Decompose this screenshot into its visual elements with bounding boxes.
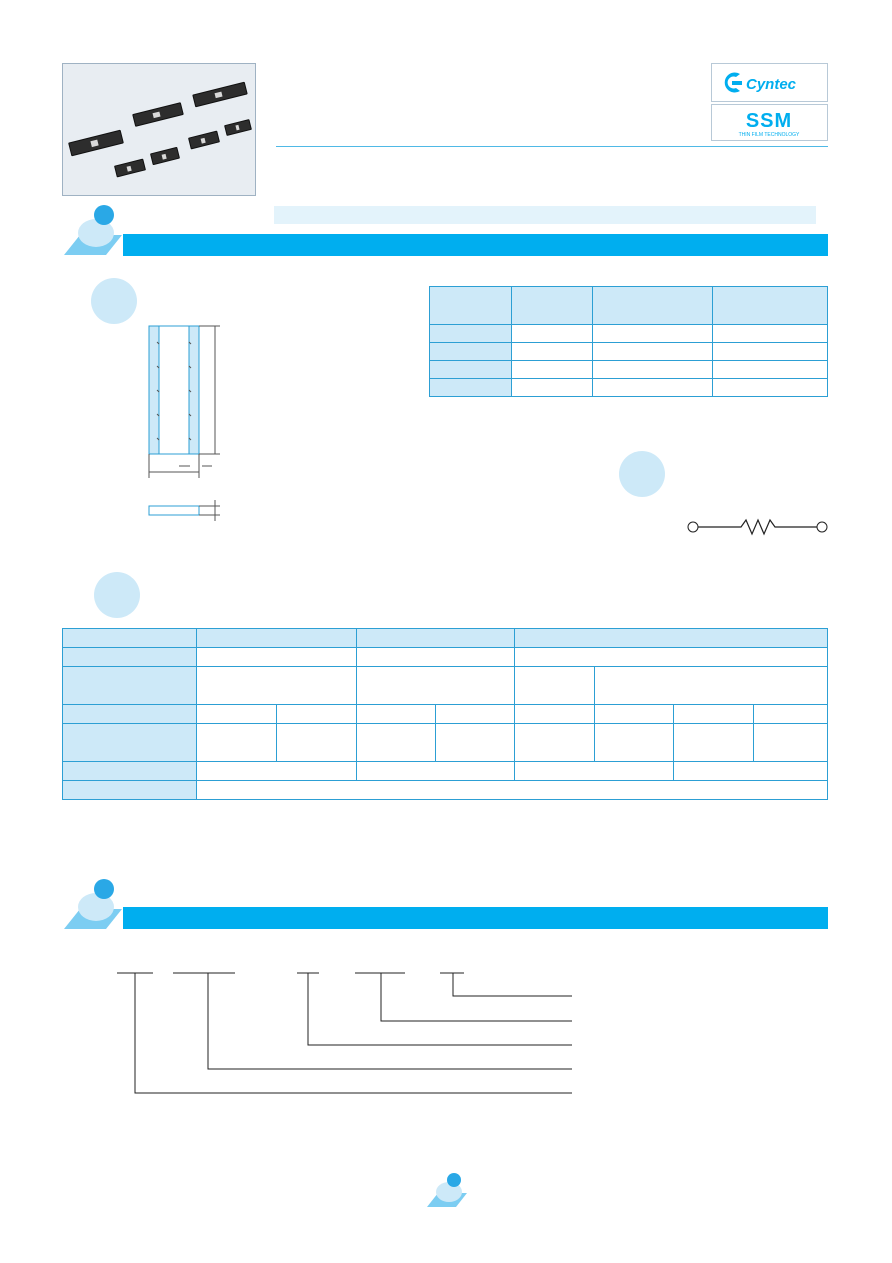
resistor-chip: [187, 130, 221, 150]
resistor-chip: [132, 102, 184, 127]
section-band-ordering: [123, 907, 828, 929]
subtitle-band: [274, 206, 816, 224]
svg-text:THIN FILM TECHNOLOGY: THIN FILM TECHNOLOGY: [739, 132, 800, 138]
dimension-drawing: [148, 325, 220, 521]
product-photo: [62, 63, 256, 196]
resistor-chip: [149, 146, 181, 166]
ssm-logo: SSM THIN FILM TECHNOLOGY: [711, 104, 828, 141]
svg-text:SSM: SSM: [746, 110, 792, 132]
corner-ornament-icon: [427, 1173, 467, 1207]
section-band-dimensions: [123, 234, 828, 256]
part-number-diagram: [117, 972, 572, 1094]
dimension-table: [429, 286, 828, 397]
resistor-symbol-icon: [687, 518, 828, 536]
title-divider: [276, 146, 828, 147]
svg-text:Cyntec: Cyntec: [746, 76, 797, 93]
resistor-chip: [68, 129, 124, 157]
subsection-bubble: [91, 278, 137, 324]
corner-ornament-icon: [64, 879, 122, 929]
resistor-chip: [113, 158, 147, 178]
cyntec-logo: Cyntec: [711, 63, 828, 102]
ratings-table: [62, 628, 828, 800]
ssm-logo-icon: SSM THIN FILM TECHNOLOGY: [739, 110, 800, 138]
subsection-bubble: [619, 451, 665, 497]
resistor-chip: [192, 81, 248, 108]
cyntec-logo-icon: Cyntec: [724, 72, 797, 93]
subsection-bubble: [94, 572, 140, 618]
corner-ornament-icon: [64, 205, 122, 255]
resistor-chip: [224, 119, 252, 136]
